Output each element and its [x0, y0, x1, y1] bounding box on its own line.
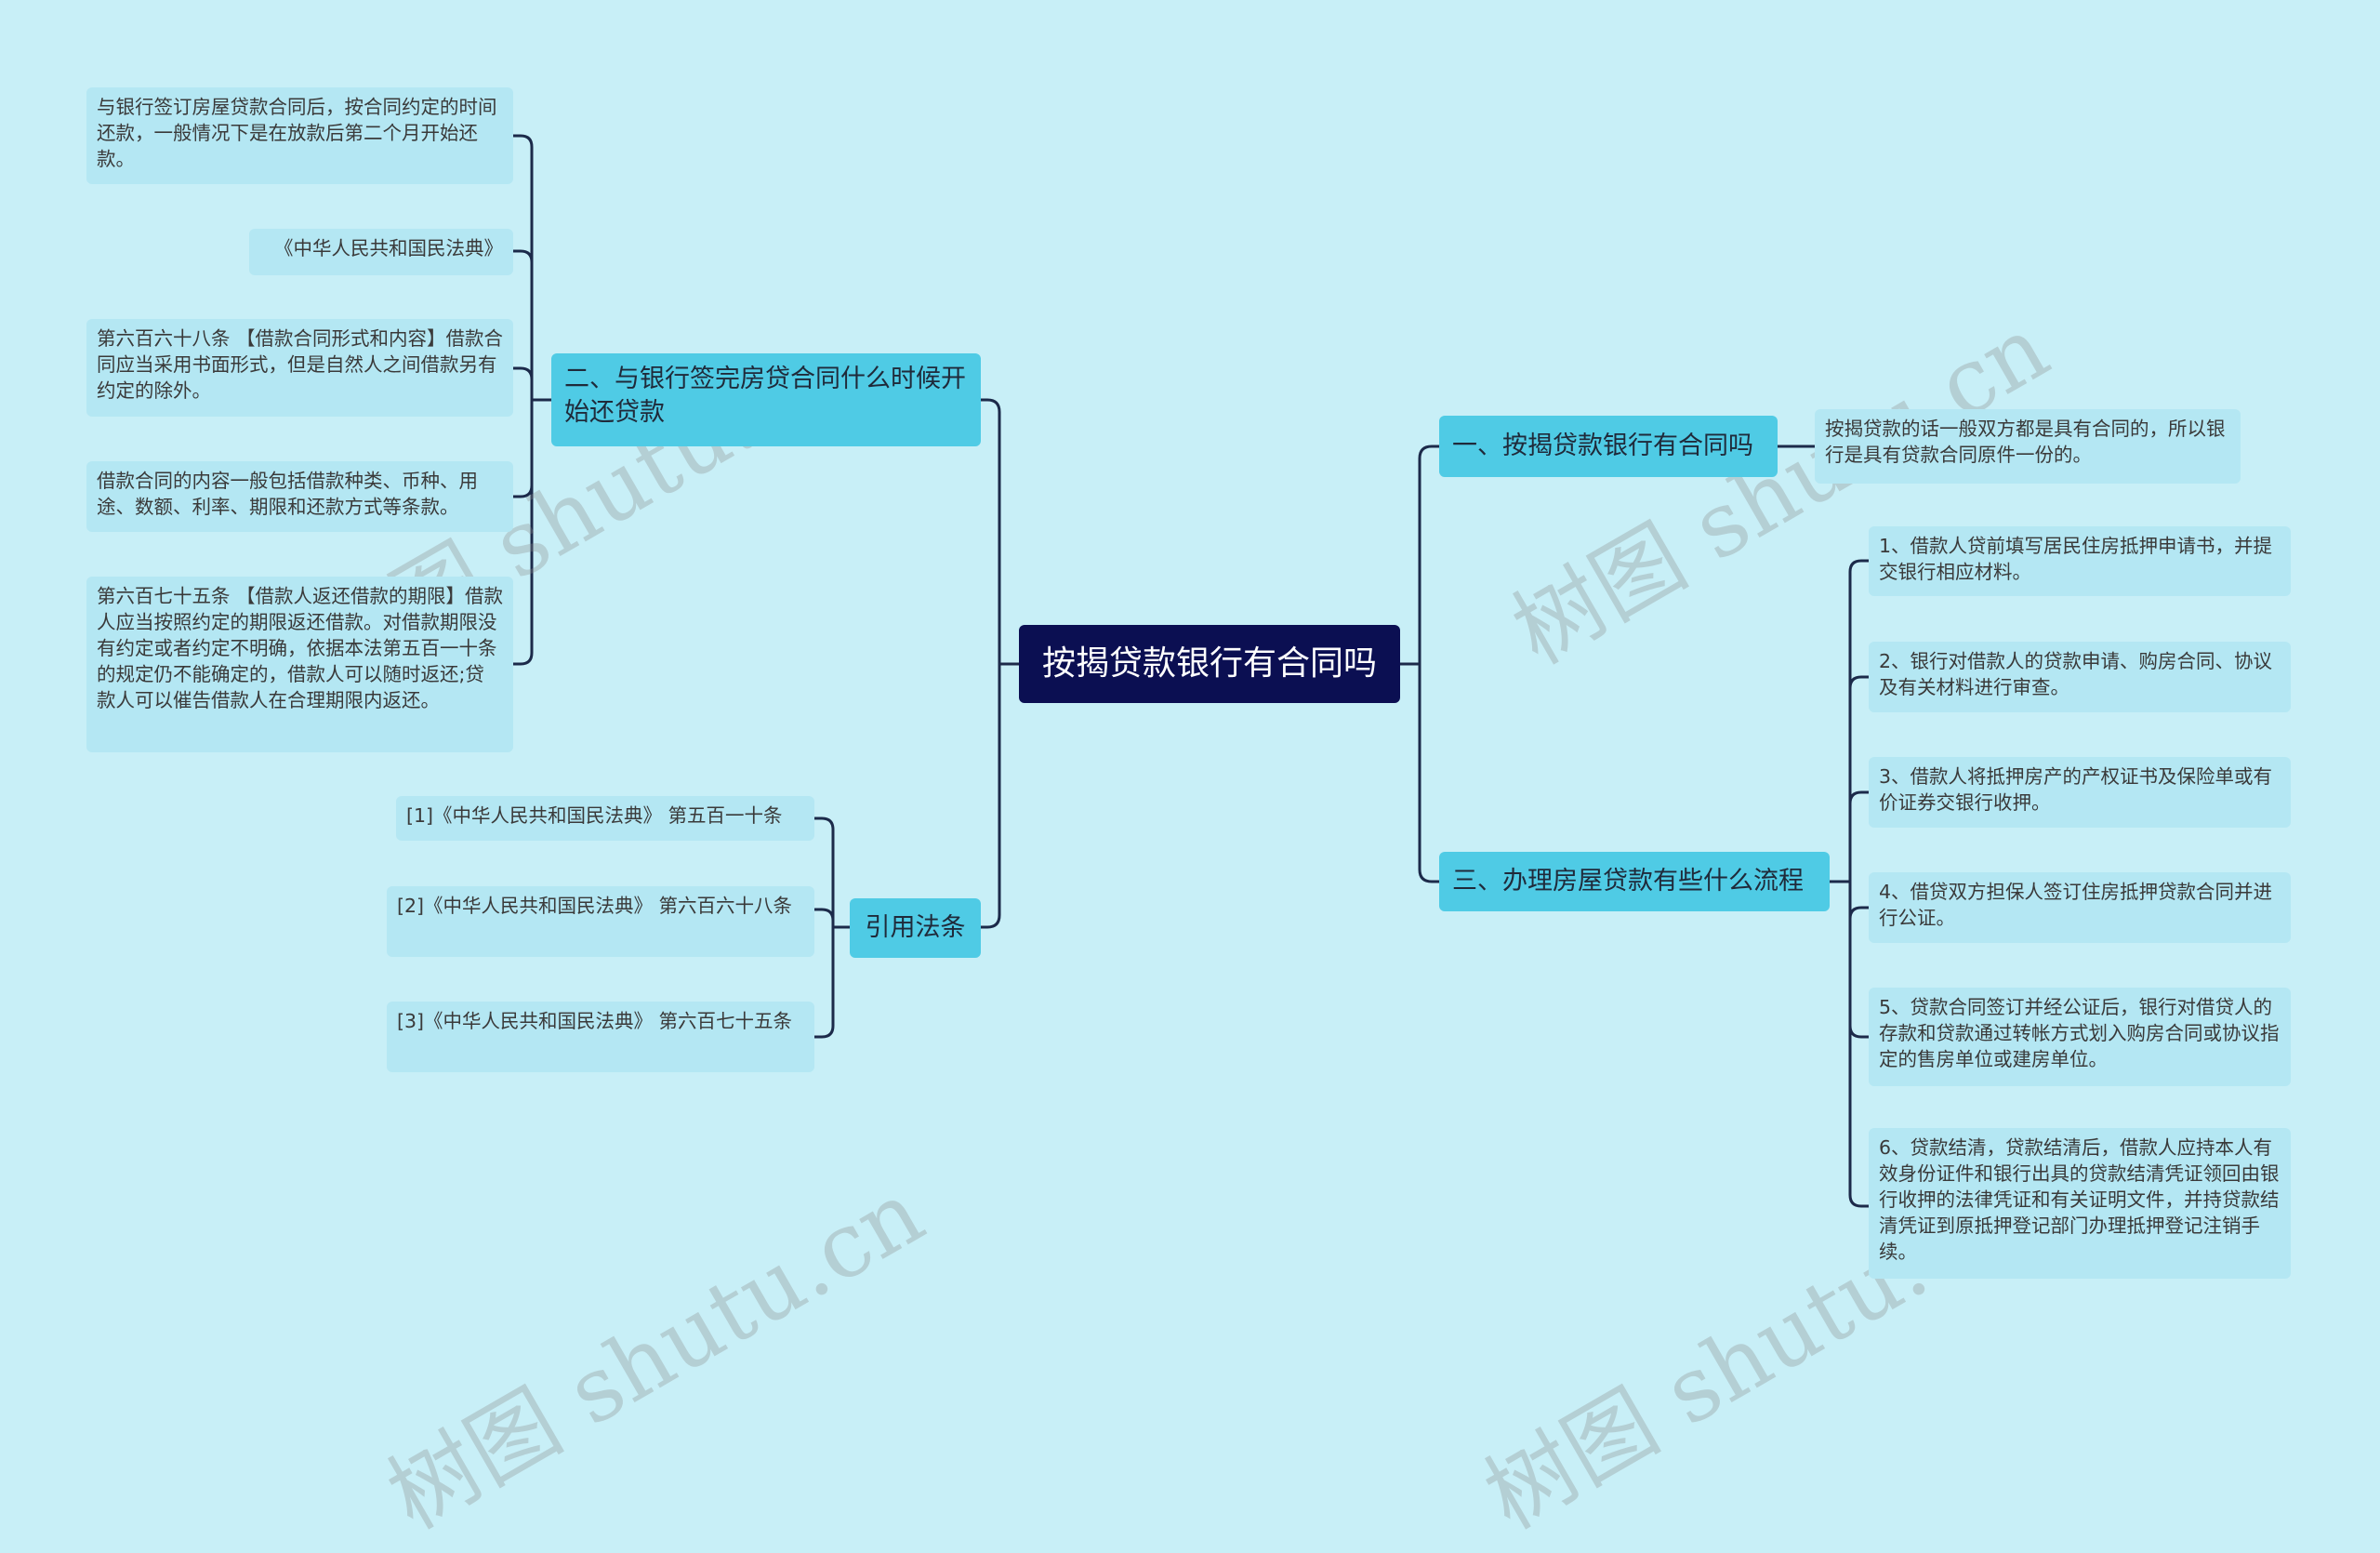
branch-cited-laws[interactable]: 引用法条: [850, 898, 981, 958]
link-b3-leaf2: [1848, 675, 1871, 883]
link-b4-leaf1: [813, 816, 835, 929]
leaf-has-contract-answer[interactable]: 按揭贷款的话一般双方都是具有合同的，所以银行是具有贷款合同原件一份的。: [1815, 409, 2241, 484]
list-item[interactable]: 1、借款人贷前填写居民住房抵押申请书，并提交银行相应材料。: [1869, 526, 2291, 596]
list-item[interactable]: 借款合同的内容一般包括借款种类、币种、用途、数额、利率、期限和还款方式等条款。: [86, 461, 513, 532]
link-root-b3: [1398, 662, 1441, 883]
connector-lines: [511, 134, 1871, 1208]
link-b4-leaf3: [813, 925, 835, 1039]
list-item[interactable]: 第六百七十五条 【借款人返还借款的期限】借款人应当按照约定的期限返还借款。对借款…: [86, 577, 513, 752]
list-item[interactable]: 《中华人民共和国民法典》: [249, 229, 513, 275]
list-item[interactable]: 5、贷款合同签订并经公证后，银行对借贷人的存款和贷款通过转帐方式划入购房合同或协…: [1869, 988, 2291, 1086]
link-b3-leaf4: [1848, 880, 1871, 921]
list-item[interactable]: [3]《中华人民共和国民法典》 第六百七十五条: [387, 1002, 814, 1072]
link-root-b1: [1398, 445, 1441, 666]
list-item[interactable]: [1]《中华人民共和国民法典》 第五百一十条: [396, 796, 814, 841]
link-b2-leaf5: [511, 398, 534, 666]
link-b3-leaf3: [1848, 790, 1871, 883]
list-item[interactable]: 2、银行对借款人的贷款申请、购房合同、协议及有关材料进行审查。: [1869, 642, 2291, 712]
link-b3-leaf5: [1848, 880, 1871, 1039]
list-item[interactable]: 与银行签订房屋贷款合同后，按合同约定的时间还款，一般情况下是在放款后第二个月开始…: [86, 87, 513, 184]
root-topic[interactable]: 按揭贷款银行有合同吗: [1019, 625, 1400, 703]
list-item[interactable]: [2]《中华人民共和国民法典》 第六百六十八条: [387, 886, 814, 957]
link-b2-leaf3: [511, 366, 534, 402]
list-item[interactable]: 6、贷款结清，贷款结清后，借款人应持本人有效身份证件和银行出具的贷款结清凭证领回…: [1869, 1128, 2291, 1279]
link-root-b4: [979, 662, 1021, 929]
list-item[interactable]: 第六百六十八条 【借款合同形式和内容】借款合同应当采用书面形式，但是自然人之间借…: [86, 319, 513, 417]
branch-has-contract[interactable]: 一、按揭贷款银行有合同吗: [1439, 416, 1778, 477]
link-b3-leaf6: [1848, 880, 1871, 1208]
link-b2-leaf1: [511, 134, 534, 402]
list-item[interactable]: 4、借贷双方担保人签订住房抵押贷款合同并进行公证。: [1869, 872, 2291, 943]
branch-when-repay[interactable]: 二、与银行签完房贷合同什么时候开始还贷款: [551, 353, 981, 446]
branch-loan-process[interactable]: 三、办理房屋贷款有些什么流程: [1439, 852, 1830, 911]
list-item[interactable]: 3、借款人将抵押房产的产权证书及保险单或有价证券交银行收押。: [1869, 757, 2291, 828]
link-root-b2: [979, 398, 1021, 666]
link-b4-leaf2: [813, 908, 835, 929]
link-b2-leaf4: [511, 398, 534, 498]
link-b3-leaf1: [1848, 559, 1871, 883]
link-b2-leaf2: [511, 249, 534, 402]
